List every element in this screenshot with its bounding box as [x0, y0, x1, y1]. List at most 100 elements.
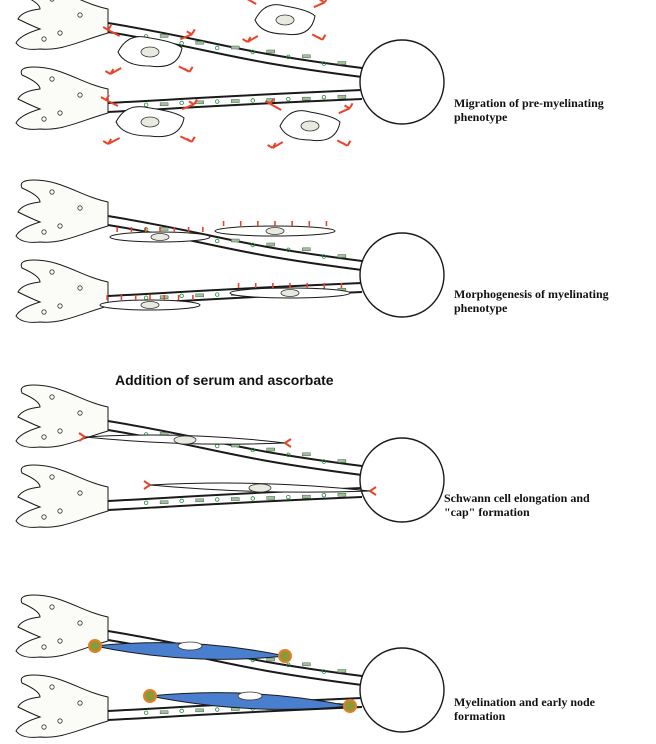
neuron-soma-icon: [360, 233, 444, 317]
nucleus-icon: [276, 15, 294, 25]
channel-marker-icon: [267, 50, 275, 53]
process-red-icon: [103, 138, 119, 144]
stage-panel-1: [16, 0, 444, 148]
stage-label-migration: Migration of pre-myelinating phenotype: [454, 96, 604, 124]
channel-marker-icon: [302, 453, 310, 456]
nucleus-icon: [141, 47, 159, 57]
channel-marker-icon: [160, 34, 168, 37]
dendrite-fork-icon: [16, 180, 108, 242]
nucleus-icon: [281, 290, 299, 297]
channel-marker-icon: [338, 670, 346, 673]
process-red-icon: [314, 0, 328, 7]
node-cap-icon: [144, 690, 156, 702]
channel-marker-icon: [302, 663, 310, 666]
schwann-cell: [89, 640, 291, 662]
channel-marker-icon: [267, 448, 275, 451]
dendrite-fork-icon: [16, 0, 108, 49]
channel-marker-icon: [196, 41, 204, 44]
channel-marker-icon: [338, 62, 346, 65]
channel-marker-icon: [338, 493, 346, 496]
dendrite-fork-icon: [16, 67, 108, 129]
nucleus-icon: [266, 228, 284, 235]
channel-marker-icon: [267, 658, 275, 661]
axon-bead-icon: [144, 711, 148, 715]
channel-marker-icon: [160, 103, 168, 106]
cap-icon: [285, 439, 291, 447]
axon-bead-icon: [287, 495, 291, 499]
node-cap-icon: [89, 640, 101, 652]
axon-bead-icon: [180, 101, 184, 105]
channel-marker-icon: [160, 227, 168, 230]
channel-marker-icon: [196, 709, 204, 712]
process-red-icon: [240, 0, 256, 4]
schwann-cell: [103, 25, 195, 74]
axon-bead-icon: [215, 100, 219, 104]
axon-bead-icon: [215, 239, 219, 243]
channel-marker-icon: [338, 460, 346, 463]
axon-bead-icon: [287, 97, 291, 101]
process-red-icon: [339, 103, 353, 113]
neuron-soma-icon: [360, 648, 444, 732]
neuron-soma-icon: [360, 40, 444, 124]
channel-marker-icon: [196, 499, 204, 502]
cap-icon: [144, 481, 150, 489]
channel-marker-icon: [231, 239, 239, 242]
stage-label-elongation: Schwann cell elongation and "cap" format…: [444, 491, 590, 519]
axon-bead-icon: [180, 294, 184, 298]
stage-panel-3: [16, 385, 444, 527]
axon-bead-icon: [215, 708, 219, 712]
axon-bead-icon: [144, 103, 148, 107]
channel-marker-icon: [231, 100, 239, 103]
schwann-cell: [265, 99, 352, 148]
schwann-cell: [240, 0, 327, 42]
dendrite-fork-icon: [16, 260, 108, 322]
channel-marker-icon: [267, 496, 275, 499]
axon-bead-icon: [180, 499, 184, 503]
process-red-icon: [105, 68, 121, 74]
nucleus-icon: [141, 117, 159, 127]
channel-marker-icon: [267, 243, 275, 246]
channel-marker-icon: [231, 46, 239, 49]
neuron-soma-icon: [360, 438, 444, 522]
stage-label-myelination: Myelination and early node formation: [454, 695, 595, 723]
nucleus-icon: [174, 436, 196, 444]
nucleus-icon: [301, 121, 319, 131]
axon-bead-icon: [180, 41, 184, 45]
nucleus-icon: [178, 642, 202, 650]
nucleus-icon: [151, 234, 169, 241]
channel-marker-icon: [302, 97, 310, 100]
nucleus-icon: [238, 692, 262, 700]
nucleus-icon: [249, 484, 271, 492]
axon-bead-icon: [215, 498, 219, 502]
channel-marker-icon: [302, 495, 310, 498]
channel-marker-icon: [231, 498, 239, 501]
nucleus-icon: [141, 302, 159, 309]
channel-marker-icon: [302, 55, 310, 58]
channel-marker-icon: [338, 255, 346, 258]
channel-marker-icon: [302, 248, 310, 251]
channel-marker-icon: [196, 294, 204, 297]
schwann-cell: [100, 295, 200, 310]
axon-bead-icon: [322, 493, 326, 497]
stage-panel-4: [16, 595, 444, 737]
node-cap-icon: [279, 650, 291, 662]
process-red-icon: [180, 136, 194, 141]
process-red-icon: [268, 142, 283, 148]
stage-panel-2: [16, 180, 444, 322]
axon-bead-icon: [251, 99, 255, 103]
axon-bead-icon: [215, 293, 219, 297]
channel-marker-icon: [338, 95, 346, 98]
channel-marker-icon: [160, 711, 168, 714]
axon-bead-icon: [215, 444, 219, 448]
process-red-icon: [337, 140, 350, 145]
process-red-icon: [179, 66, 193, 71]
node-cap-icon: [344, 700, 356, 712]
dendrite-fork-icon: [16, 675, 108, 737]
axon-bead-icon: [322, 95, 326, 99]
dendrite-fork-icon: [16, 465, 108, 527]
axon-bead-icon: [144, 501, 148, 505]
process-red-icon: [243, 36, 258, 42]
axon-bead-icon: [180, 709, 184, 713]
channel-marker-icon: [160, 501, 168, 504]
axon-bead-icon: [251, 497, 255, 501]
